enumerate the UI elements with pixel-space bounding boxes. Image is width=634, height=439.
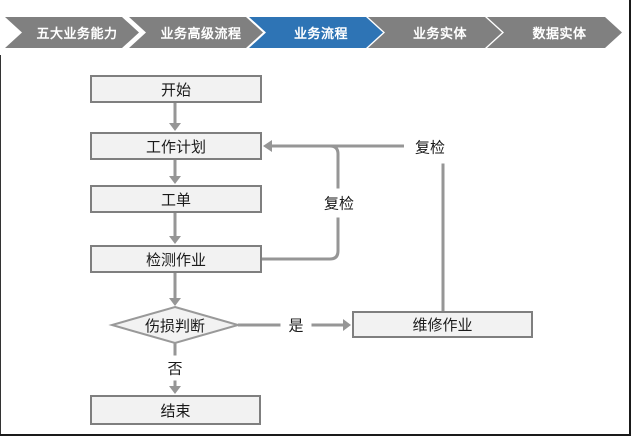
edge-repair-workplan-recheck — [272, 144, 445, 311]
node-work-plan: 工作计划 — [90, 132, 262, 160]
edge-label-no: 否 — [160, 355, 190, 381]
edge-label-yes: 是 — [280, 312, 312, 338]
arrow-left-icon — [263, 140, 272, 152]
step-tab-five-business-capabilities[interactable]: 五大业务能力 — [5, 17, 139, 48]
arrow-down-icon — [169, 386, 181, 394]
page-border-bottom — [0, 434, 631, 436]
arrow-down-icon — [169, 298, 181, 306]
arrow-right-icon — [343, 319, 351, 331]
step-tab-business-process-active[interactable]: 业务流程 — [249, 17, 383, 48]
step-tab-business-entity[interactable]: 业务实体 — [368, 17, 502, 48]
decision-diamond-shape — [108, 305, 242, 345]
page-border-right — [629, 0, 631, 436]
step-tab-data-entity[interactable]: 数据实体 — [487, 17, 622, 48]
page-border-left — [0, 55, 1, 434]
node-end: 结束 — [90, 395, 261, 425]
arrow-down-icon — [169, 236, 181, 244]
arrow-down-icon — [169, 123, 181, 131]
step-tab-business-highlevel-process[interactable]: 业务高级流程 — [129, 17, 263, 48]
node-start: 开始 — [90, 75, 262, 103]
node-work-order: 工单 — [90, 185, 262, 213]
arrow-down-icon — [169, 176, 181, 184]
node-inspection: 检测作业 — [90, 245, 262, 273]
edge-label-recheck-mid: 复检 — [318, 188, 360, 218]
node-repair: 维修作业 — [352, 311, 533, 338]
node-damage-judgment: 伤损判断 — [144, 317, 205, 335]
edge-label-recheck-right: 复检 — [403, 130, 457, 164]
